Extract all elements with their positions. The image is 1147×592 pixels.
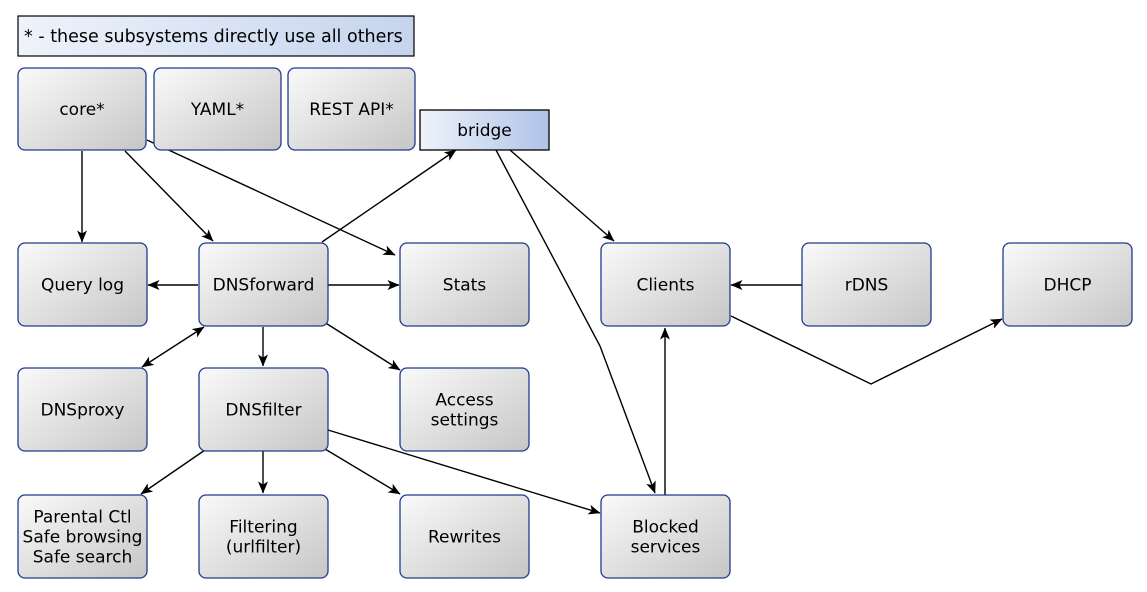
node-querylog-label-0: Query log [41,276,124,296]
node-filtering-label-0: Filtering [229,518,297,538]
node-restapi: REST API* [287,67,416,151]
node-stats-label-0: Stats [443,276,487,296]
node-bridge: bridge [419,109,550,151]
node-bridge-box [419,109,550,151]
node-blocked-label-0: Blocked [632,518,699,538]
node-restapi-label-0: REST API* [309,100,394,120]
node-rdns: rDNS [801,242,932,327]
node-dnsproxy-label-0: DNSproxy [40,401,124,421]
node-dnsforward: DNSforward [198,242,329,327]
node-dnsfilter-box [198,367,329,452]
node-querylog-box [17,242,148,327]
legend-text: * - these subsystems directly use all ot… [24,27,403,47]
node-dnsforward-label-0: DNSforward [213,276,315,296]
node-rdns-box [801,242,932,327]
node-yaml-box [153,67,282,151]
node-parental-label-0: Parental Ctl [33,508,131,528]
node-dhcp-box [1002,242,1133,327]
node-core-label-0: core* [59,100,104,120]
edges [77,139,1003,515]
edge-clients-dhcp [730,315,1003,385]
node-dnsfilter: DNSfilter [198,367,329,452]
node-yaml-label-0: YAML* [190,100,244,120]
node-bridge-label-0: bridge [457,121,512,141]
edge-dnsforward-access [323,321,401,371]
node-rewrites-label-0: Rewrites [428,528,501,548]
node-querylog: Query log [17,242,148,327]
node-dnsforward-box [198,242,329,327]
edge-core-stats [146,139,396,256]
node-parental-label-2: Safe search [33,548,133,568]
node-access-label-1: settings [431,411,499,431]
node-dhcp-label-0: DHCP [1044,276,1092,296]
edge-bridge-blocked [495,149,656,494]
node-clients: Clients [600,242,731,327]
node-filtering-box [198,494,329,579]
edge-dnsforward-dnsproxy [141,326,205,368]
node-blocked-box [600,494,731,579]
node-dhcp: DHCP [1002,242,1133,327]
node-dnsproxy: DNSproxy [17,367,148,452]
edge-bridge-clients [509,149,615,242]
node-yaml: YAML* [153,67,282,151]
edge-core-dnsforward [124,150,214,242]
node-core-box [17,67,147,151]
node-rdns-label-0: rDNS [845,276,889,296]
node-parental-box [17,494,148,579]
node-filtering: Filtering(urlfilter) [198,494,329,579]
node-parental-label-1: Safe browsing [23,528,143,548]
node-access-label-0: Access [435,391,493,411]
edge-dnsforward-bridge [321,149,457,243]
node-blocked-label-1: services [631,538,701,558]
legend-box: * - these subsystems directly use all ot… [17,15,415,57]
node-clients-box [600,242,731,327]
edge-dnsfilter-parental [140,449,206,495]
node-filtering-label-1: (urlfilter) [226,538,301,558]
node-core: core* [17,67,147,151]
node-access-box [399,367,530,452]
node-stats: Stats [399,242,530,327]
node-rewrites: Rewrites [399,494,530,579]
node-restapi-box [287,67,416,151]
node-rewrites-box [399,494,530,579]
edge-dnsfilter-rewrites [324,448,401,495]
node-stats-box [399,242,530,327]
node-clients-label-0: Clients [636,276,694,296]
node-dnsfilter-label-0: DNSfilter [225,401,301,421]
node-dnsproxy-box [17,367,148,452]
edge-dnsfilter-blocked [327,429,601,515]
